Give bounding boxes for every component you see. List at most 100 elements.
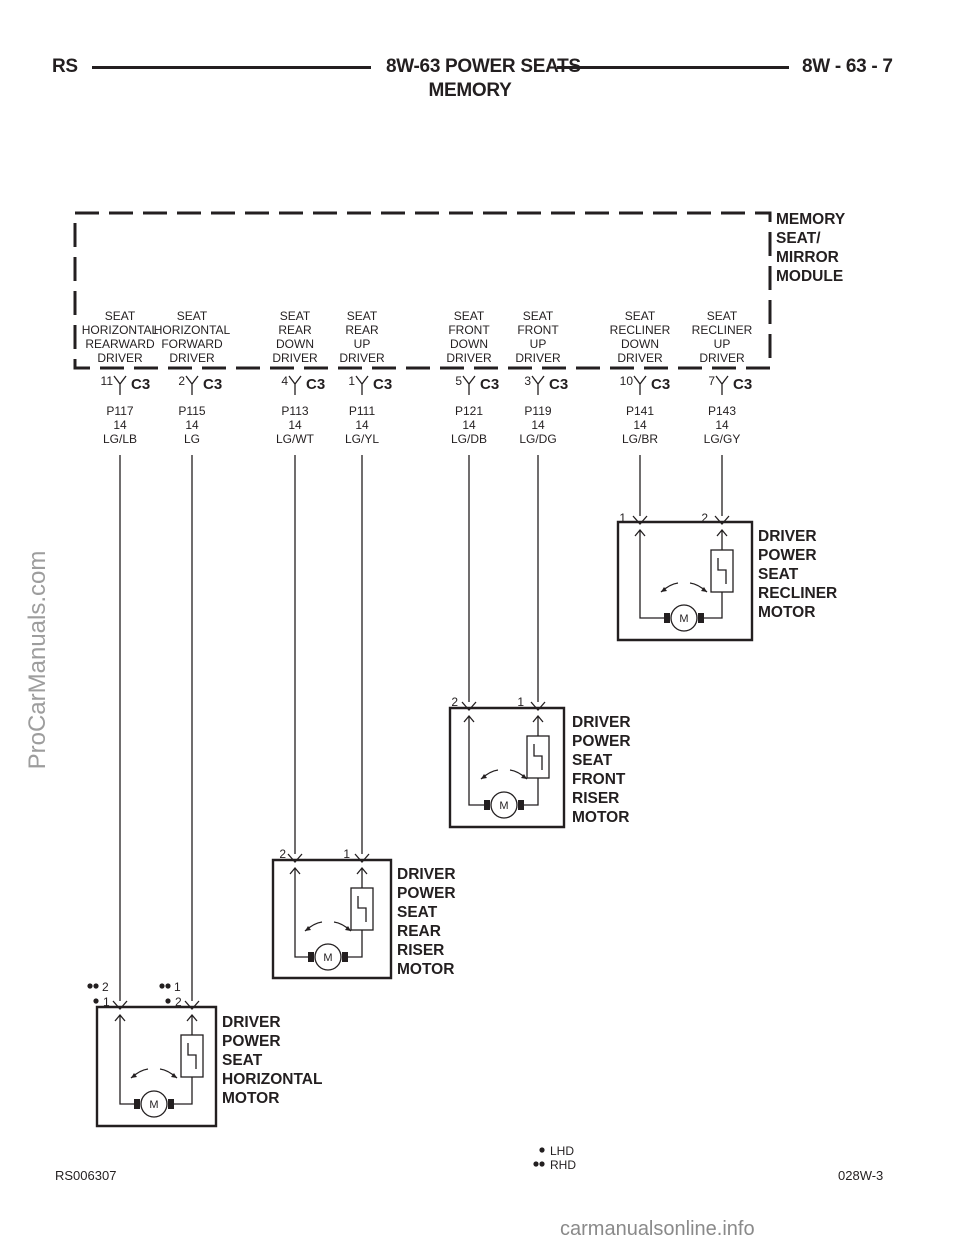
motor-label-line: DRIVER <box>222 1014 281 1031</box>
legend-lhd: LHD <box>550 1144 574 1158</box>
driver-label-line: DRIVER <box>272 351 318 365</box>
wire-color: LG/DG <box>519 432 556 446</box>
terminal <box>112 1000 128 1010</box>
circuit-breaker <box>350 887 374 931</box>
driver-label-line: REARWARD <box>85 337 155 351</box>
motor-label-line: MOTOR <box>222 1090 279 1107</box>
motor-lead-right <box>524 778 539 806</box>
driver-label-line: DRIVER <box>97 351 143 365</box>
motor-label-line: REAR <box>397 923 441 940</box>
driver-label-line: FORWARD <box>161 337 223 351</box>
arrowhead <box>131 1073 137 1078</box>
driver-label-line: REAR <box>345 323 379 337</box>
cavity-number: 1 <box>348 374 355 388</box>
motor-label-line: HORIZONTAL <box>222 1071 322 1088</box>
pin-number-lhd: 1 <box>103 995 110 1009</box>
brand-link[interactable]: carmanualsonline.info <box>560 1218 755 1240</box>
driver-label-line: SEAT <box>280 309 311 323</box>
driver-label-line: UP <box>354 337 371 351</box>
circuit-id: P141 <box>626 404 654 418</box>
driver-label-line: DOWN <box>450 337 488 351</box>
market-dot <box>87 983 93 989</box>
motor-label-line: SEAT <box>572 752 613 769</box>
terminal <box>530 701 546 711</box>
market-dot <box>159 983 165 989</box>
circuit-breaker <box>710 549 734 593</box>
motor-label-line: MOTOR <box>572 809 629 826</box>
driver-label-line: DOWN <box>276 337 314 351</box>
motor-label-line: POWER <box>572 733 631 750</box>
terminal <box>714 515 730 525</box>
driver-label-line: SEAT <box>625 309 656 323</box>
connector-id: C3 <box>203 376 222 393</box>
market-dot <box>165 998 171 1004</box>
arrowhead <box>171 1073 177 1078</box>
connector-terminal <box>355 375 369 395</box>
module-label-line: MEMORY <box>776 211 846 228</box>
connector-terminal <box>462 375 476 395</box>
cavity-number: 4 <box>281 374 288 388</box>
pin-number: 1 <box>517 695 524 709</box>
figure-id: RS006307 <box>55 1168 117 1183</box>
cavity-number: 11 <box>101 374 114 388</box>
motor-lead-right <box>174 1077 193 1105</box>
arrowhead <box>521 774 527 779</box>
arrowhead <box>701 587 707 592</box>
pin-number-rhd: 2 <box>102 980 109 994</box>
motor-lead-right <box>704 592 723 619</box>
circuit-id: P111 <box>349 404 376 418</box>
section-code: RS <box>52 56 78 77</box>
wire-gauge: 14 <box>355 418 369 432</box>
brush-right <box>518 800 524 810</box>
market-dot <box>165 983 171 989</box>
breaker-element <box>187 1043 197 1069</box>
breaker-element <box>357 896 367 922</box>
wire-gauge: 14 <box>715 418 729 432</box>
driver-label-line: DRIVER <box>169 351 215 365</box>
connector-terminal <box>531 375 545 395</box>
wire-gauge: 14 <box>633 418 647 432</box>
driver-label-line: FRONT <box>448 323 490 337</box>
wire-gauge: 14 <box>462 418 476 432</box>
brush-right <box>168 1099 174 1109</box>
driver-label-line: SEAT <box>347 309 378 323</box>
circuit-breaker <box>526 735 550 779</box>
module-label-line: SEAT/ <box>776 230 821 247</box>
driver-label-line: DRIVER <box>617 351 663 365</box>
driver-label-line: HORIZONTAL <box>82 323 159 337</box>
connector-terminal <box>288 375 302 395</box>
motor-symbol: M <box>679 613 688 625</box>
brush-left <box>308 952 314 962</box>
driver-label-line: DOWN <box>621 337 659 351</box>
driver-label-line: REAR <box>278 323 312 337</box>
motor-lead-left <box>639 530 664 619</box>
market-dot <box>93 998 99 1004</box>
terminal <box>461 701 477 711</box>
header-rule-right <box>557 66 789 69</box>
motor-label-line: SEAT <box>758 566 799 583</box>
motor-icon <box>490 791 518 819</box>
motor-symbol: M <box>149 1099 158 1111</box>
driver-label-line: UP <box>530 337 547 351</box>
motor-housing <box>616 520 754 642</box>
driver-label-line: SEAT <box>177 309 208 323</box>
connector-id: C3 <box>651 376 670 393</box>
motor-label-line: POWER <box>222 1033 281 1050</box>
motor-symbol: M <box>499 800 508 812</box>
circuit-id: P121 <box>455 404 483 418</box>
motor-label-line: DRIVER <box>397 866 456 883</box>
legend-rhd: RHD <box>550 1158 576 1172</box>
brush-right <box>342 952 348 962</box>
market-dot <box>93 983 99 989</box>
motor-label-line: RISER <box>397 942 444 959</box>
